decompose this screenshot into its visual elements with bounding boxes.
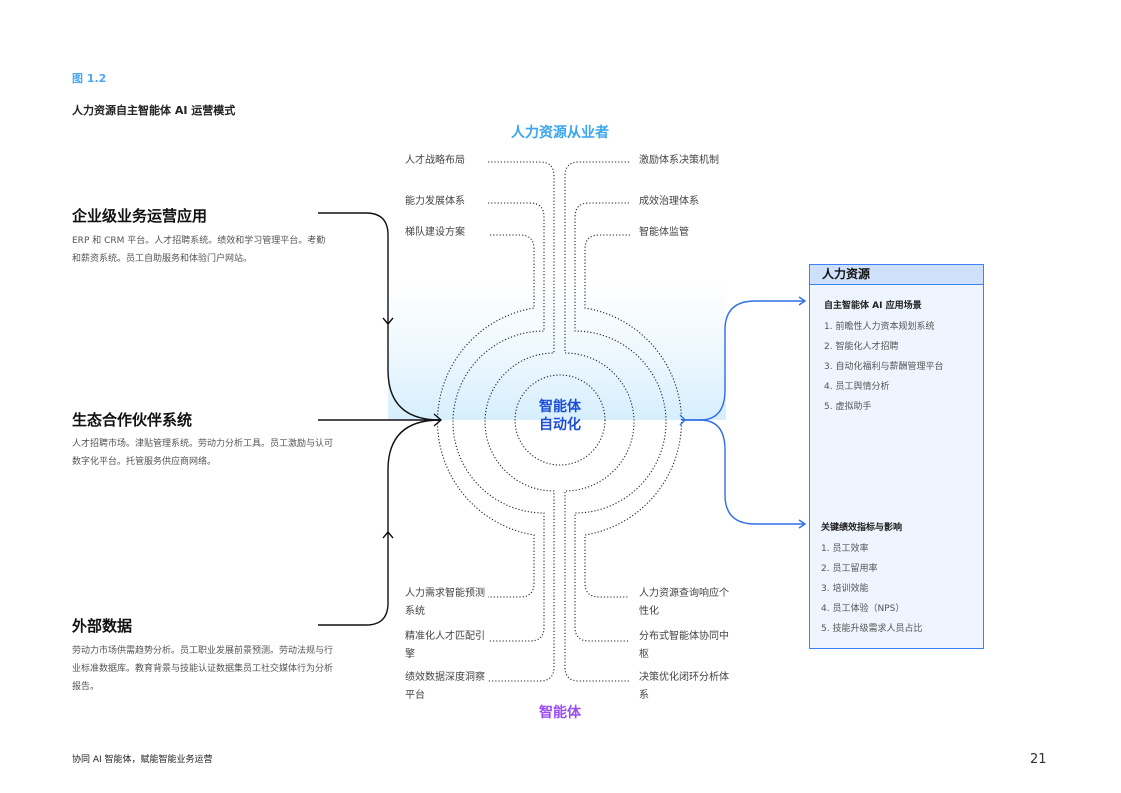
connector-to-kpi: [682, 419, 804, 525]
center-line-2: 自动化: [539, 417, 581, 433]
connector-enterprise: [318, 212, 441, 421]
ring-2-right: [564, 161, 635, 682]
top-left-label: 梯队建设方案: [405, 227, 465, 238]
list-item: 1. 员工效率: [821, 544, 869, 554]
scenarios-title: 自主智能体 AI 应用场景: [824, 301, 922, 311]
ring-4-left: [437, 234, 535, 598]
list-item: 2. 员工留用率: [821, 564, 878, 574]
top-title: 人力资源从业者: [511, 125, 609, 141]
top-right-label: 智能体监管: [639, 227, 689, 238]
center-line-1: 智能体: [539, 399, 581, 415]
hr-box-title: 人力资源: [810, 265, 983, 285]
figure-title: 人力资源自主智能体 AI 运营模式: [72, 104, 236, 117]
section-title-ecosystem: 生态合作伙伴系统: [72, 411, 193, 429]
list-item: 5. 技能升级需求人员占比: [821, 624, 923, 634]
page-number: 21: [1030, 752, 1047, 767]
arrow-head-up-icon: [382, 530, 394, 539]
list-item: 4. 员工舆情分析: [824, 382, 890, 392]
bottom-left-label: 绩效数据深度洞察平台: [405, 672, 485, 701]
arrow-head-right-icon: [798, 296, 807, 306]
top-left-label: 人才战略布局: [405, 155, 465, 166]
bottom-left-label: 精准化人才匹配引擎: [405, 631, 485, 660]
section-body-external: 劳动力市场供需趋势分析。员工职业发展前景预测。劳动法规与行业标准数据库。教育背景…: [72, 646, 334, 692]
list-item: 1. 前瞻性人力资本规划系统: [824, 322, 935, 332]
inner-ring: [514, 374, 606, 466]
arrow-head-right-icon: [679, 414, 686, 426]
hr-box: 人力资源 自主智能体 AI 应用场景 1. 前瞻性人力资本规划系统 2. 智能化…: [809, 264, 984, 649]
ring-3-left: [452, 202, 545, 642]
list-item: 3. 自动化福利与薪酬管理平台: [824, 362, 944, 372]
footer-text: 协同 AI 智能体，赋能智能业务运营: [72, 755, 213, 765]
kpi-title: 关键绩效指标与影响: [821, 523, 903, 533]
figure-number: 图 1.2: [72, 72, 107, 85]
section-body-enterprise: ERP 和 CRM 平台。人才招聘系统。绩效和学习管理平台。考勤和薪资系统。员工…: [72, 236, 326, 264]
list-item: 5. 虚拟助手: [824, 402, 872, 412]
glow-band: [388, 280, 726, 420]
bottom-title: 智能体: [539, 705, 581, 721]
connector-to-scenarios: [682, 300, 804, 421]
ring-3-right: [574, 202, 667, 642]
list-item: 4. 员工体验（NPS）: [821, 604, 905, 614]
list-item: 2. 智能化人才招聘: [824, 342, 899, 352]
arrow-head-right-icon: [798, 519, 807, 529]
bottom-left-label: 人力需求智能预测系统: [405, 588, 485, 617]
section-title-enterprise: 企业级业务运营应用: [72, 207, 208, 225]
top-right-label: 成效治理体系: [639, 196, 699, 207]
bottom-right-label: 决策优化闭环分析体系: [639, 672, 729, 701]
top-left-label: 能力发展体系: [405, 196, 465, 207]
connector-external: [318, 419, 441, 626]
center-label: 智能体 自动化: [510, 398, 610, 434]
arrow-head-down-icon: [382, 317, 394, 326]
ring-4-right: [584, 234, 682, 598]
scenarios-list: 1. 前瞻性人力资本规划系统 2. 智能化人才招聘 3. 自动化福利与薪酬管理平…: [824, 317, 943, 417]
list-item: 3. 培训效能: [821, 584, 869, 594]
section-body-ecosystem: 人才招聘市场。津贴管理系统。劳动力分析工具。员工激励与认可数字化平台。托管服务供…: [72, 439, 334, 467]
top-right-label: 激励体系决策机制: [639, 155, 719, 166]
bottom-right-label: 人力资源查询响应个性化: [639, 588, 729, 617]
section-title-external: 外部数据: [72, 617, 133, 635]
kpi-list: 1. 员工效率 2. 员工留用率 3. 培训效能 4. 员工体验（NPS） 5.…: [821, 539, 922, 639]
arrow-head-right-icon: [433, 413, 443, 427]
bottom-right-label: 分布式智能体协同中枢: [639, 631, 729, 660]
